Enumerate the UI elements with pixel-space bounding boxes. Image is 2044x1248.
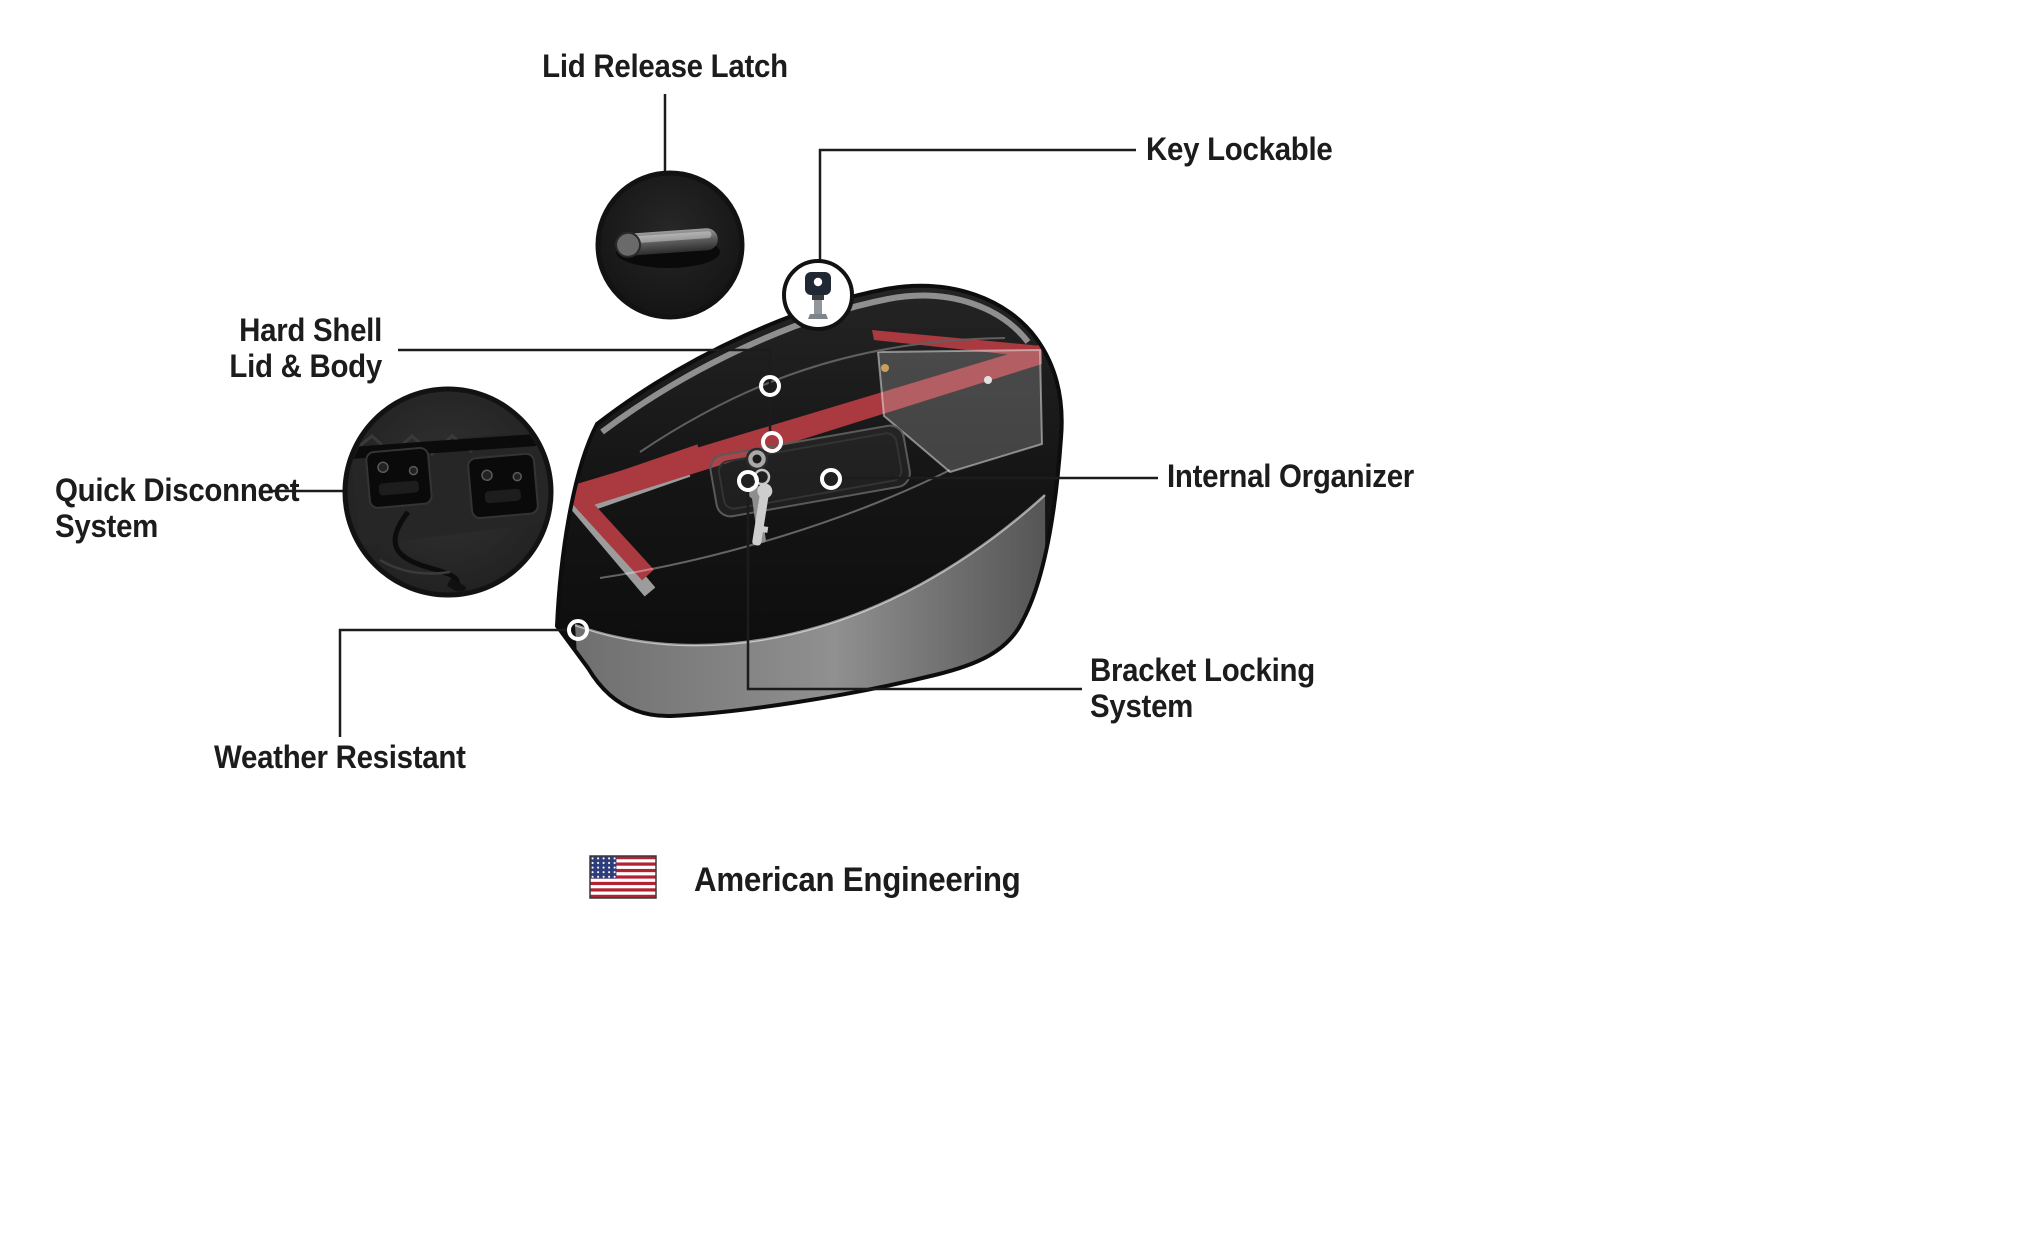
- callout-markers: [567, 375, 842, 641]
- label-quick-disconnect-system: Quick Disconnect System: [55, 472, 300, 545]
- us-flag-icon: [589, 855, 657, 899]
- latch-handle-icon: [615, 228, 718, 258]
- quick-disconnect-hardware-icon: [350, 430, 548, 592]
- key-icon: [805, 272, 831, 319]
- label-hard-shell-lid-body: Hard Shell Lid & Body: [229, 312, 382, 385]
- label-lid-release-latch: Lid Release Latch: [542, 48, 788, 84]
- label-weather-resistant: Weather Resistant: [214, 739, 466, 775]
- marker-hard-shell-body: [761, 431, 783, 453]
- red-stripe-band: [570, 344, 1042, 508]
- band-highlight: [574, 494, 1046, 647]
- marker-bracket-locking: [737, 470, 759, 492]
- lid-seam: [639, 337, 1006, 453]
- callout-lines: [272, 94, 1158, 737]
- callout-line-weather-resistant: [338, 628, 567, 737]
- marker-hard-shell-lid: [759, 375, 781, 397]
- callout-line-bracket-locking: [746, 492, 1082, 691]
- label-key-lockable: Key Lockable: [1146, 131, 1333, 167]
- label-internal-organizer: Internal Organizer: [1167, 458, 1414, 494]
- saddlebag-body: [555, 283, 1064, 719]
- quick-disconnect-inset: [342, 386, 554, 598]
- body-highlight-line: [599, 469, 951, 579]
- label-american-engineering: American Engineering: [694, 861, 1021, 899]
- gold-rivet: [881, 364, 889, 372]
- marker-weather-resistant: [567, 619, 589, 641]
- callout-line-key-lockable: [818, 148, 1136, 262]
- smoke-panel: [876, 348, 1044, 474]
- callout-line-hard-shell: [398, 348, 772, 434]
- top-trim: [600, 292, 1031, 435]
- keys-icon: [745, 447, 773, 546]
- label-bracket-locking-system: Bracket Locking System: [1090, 652, 1315, 725]
- lid-latch-inset: [595, 170, 745, 320]
- silver-rivet: [984, 376, 992, 384]
- key-lockable-inset: [782, 259, 854, 331]
- marker-internal-organizer: [820, 468, 842, 490]
